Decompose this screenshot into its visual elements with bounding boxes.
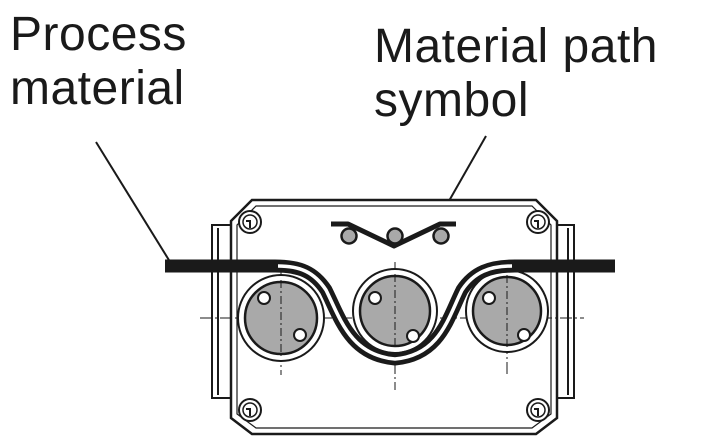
material-path-symbol-label-line-2: symbol	[374, 74, 530, 127]
corner-screw-icon	[238, 210, 262, 234]
process-material-leader-line	[95, 141, 173, 266]
process-material-label-line-2: material	[10, 62, 185, 115]
corner-screw-icon	[238, 398, 262, 422]
process-material-label: Process material	[10, 8, 187, 116]
material-path-symbol-label-line-1: Material path	[374, 20, 658, 73]
left-side-flange	[211, 224, 233, 399]
middle-roller	[352, 268, 438, 354]
material-path-symbol-label: Material path symbol	[374, 20, 658, 128]
corner-screw-icon	[526, 398, 550, 422]
right-roller	[465, 269, 549, 353]
left-roller	[237, 274, 325, 362]
process-material-web	[165, 259, 615, 366]
corner-screw-icon	[526, 210, 550, 234]
process-material-label-line-1: Process	[10, 8, 187, 61]
material-path-symbol-icon	[331, 221, 456, 249]
